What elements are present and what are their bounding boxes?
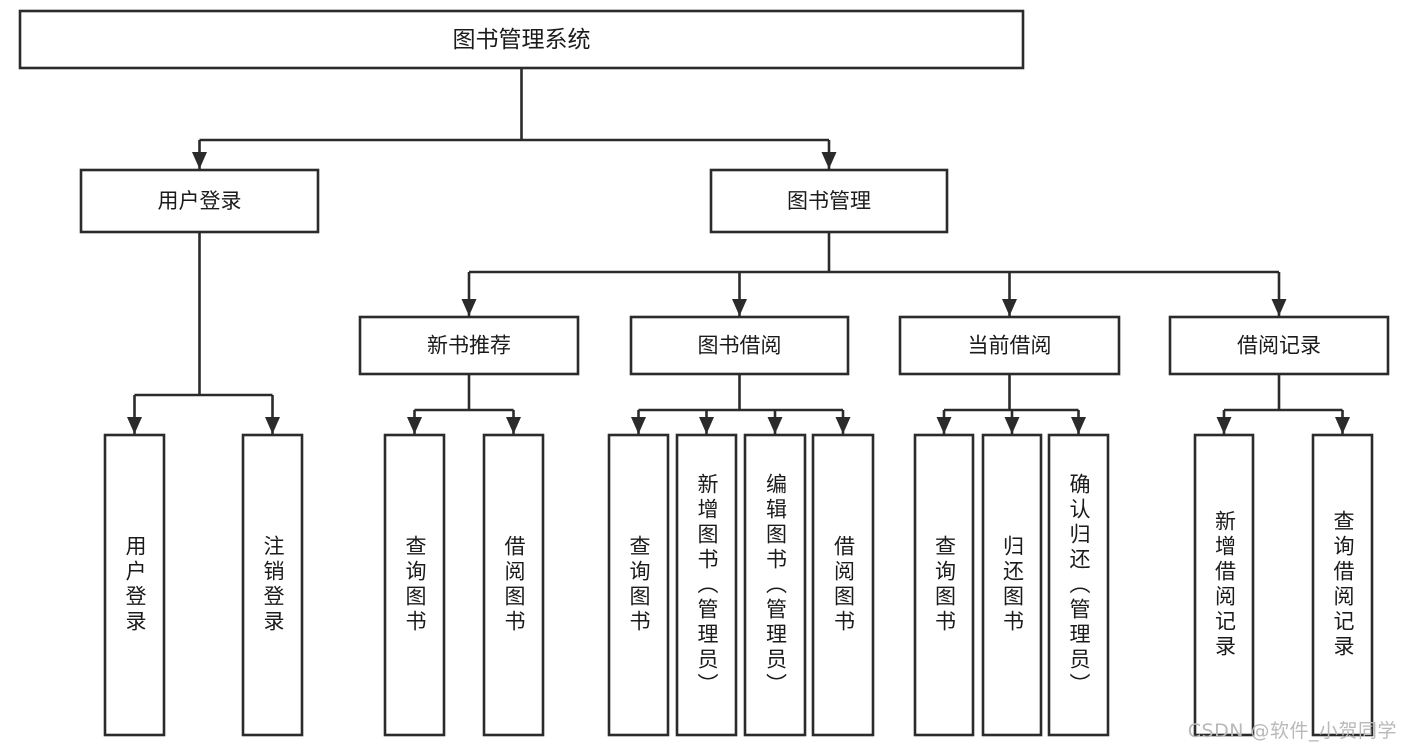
arrow-head-icon <box>732 299 747 316</box>
arrow-head-icon <box>127 417 142 434</box>
level3-box[interactable] <box>358 315 580 376</box>
watermark-text: CSDN @软件_小贺同学 <box>1187 720 1397 742</box>
arrow-head-icon <box>936 417 952 434</box>
level3-label: 新书推荐 <box>427 334 511 358</box>
level2-label: 图书管理 <box>787 189 871 213</box>
arrow-head-icon <box>1335 417 1350 434</box>
level3-box[interactable] <box>1168 315 1390 376</box>
arrow-head-icon <box>461 299 477 316</box>
connectors-layer <box>127 68 1350 434</box>
level2-label: 用户登录 <box>158 189 242 213</box>
arrow-head-icon <box>699 417 714 434</box>
root-label: 图书管理系统 <box>453 27 591 53</box>
arrow-head-icon <box>1071 417 1086 434</box>
level3-box[interactable] <box>898 315 1121 376</box>
level2-box[interactable] <box>79 168 320 234</box>
leaf-box[interactable] <box>103 433 166 737</box>
arrow-head-icon <box>1004 417 1020 434</box>
arrow-head-icon <box>767 417 783 434</box>
level3-box[interactable] <box>629 315 850 376</box>
boxes-layer <box>18 9 1390 737</box>
leaf-box[interactable] <box>981 433 1043 737</box>
leaf-box[interactable] <box>383 433 446 737</box>
arrow-head-icon <box>631 417 646 434</box>
level3-label: 借阅记录 <box>1237 334 1321 358</box>
leaf-box[interactable] <box>1193 433 1255 737</box>
leaf-box[interactable] <box>811 433 875 737</box>
arrow-head-icon <box>192 152 207 169</box>
arrow-head-icon <box>1271 299 1287 316</box>
level2-box[interactable] <box>709 168 949 234</box>
arrow-head-icon <box>1216 417 1232 434</box>
level3-label: 当前借阅 <box>968 334 1052 358</box>
level3-label: 图书借阅 <box>698 334 782 358</box>
arrow-head-icon <box>1002 299 1017 316</box>
arrow-head-icon <box>265 417 280 434</box>
leaf-box[interactable] <box>1311 433 1374 737</box>
arrow-head-icon <box>835 417 851 434</box>
leaf-box[interactable] <box>675 433 738 737</box>
leaf-box[interactable] <box>607 433 670 737</box>
leaf-box[interactable] <box>1047 433 1110 737</box>
leaf-box[interactable] <box>913 433 975 737</box>
leaf-box[interactable] <box>482 433 545 737</box>
root-box[interactable] <box>18 9 1025 70</box>
arrow-head-icon <box>407 417 422 434</box>
arrow-head-icon <box>821 152 837 169</box>
leaf-box[interactable] <box>743 433 807 737</box>
leaf-box[interactable] <box>241 433 304 737</box>
arrow-head-icon <box>506 417 521 434</box>
